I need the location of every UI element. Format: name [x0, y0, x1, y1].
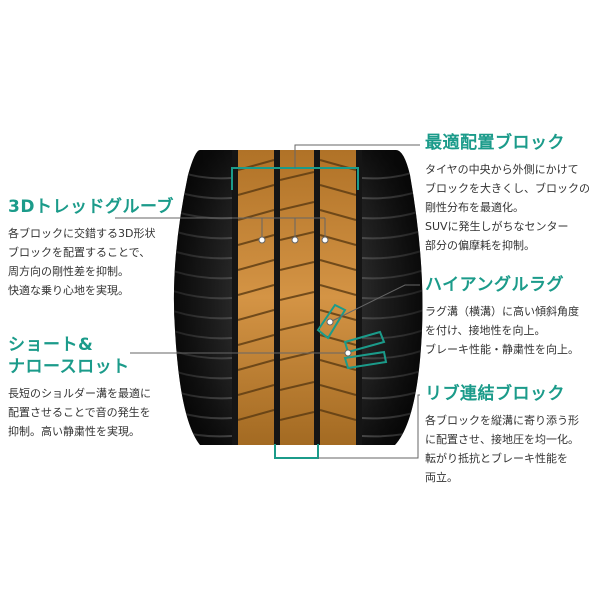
callout-groove-line: 快適な乗り心地を実現。: [8, 284, 129, 297]
callout-groove: 3Dトレッドグルーブ 各ブロックに交錯する3D形状 ブロックを配置することで、 …: [8, 196, 174, 300]
callout-slot-line: 配置させることで音の発生を: [8, 406, 151, 419]
callout-groove-line: 各ブロックに交錯する3D形状: [8, 227, 156, 240]
callout-block-line: 剛性分布を最適化。: [425, 201, 524, 214]
callout-groove-desc: 各ブロックに交錯する3D形状 ブロックを配置することで、 周方向の剛性差を抑制。…: [8, 224, 174, 300]
callout-block: 最適配置ブロック タイヤの中央から外側にかけて ブロックを大きくし、ブロックの …: [425, 132, 590, 255]
callout-slot-line: 抑制。高い静粛性を実現。: [8, 425, 140, 438]
callout-lug-line: ラグ溝（横溝）に高い傾斜角度: [425, 305, 579, 318]
leader-lines: [115, 144, 420, 459]
callout-block-line: ブロックを大きくし、ブロックの: [425, 182, 590, 195]
callout-block-desc: タイヤの中央から外側にかけて ブロックを大きくし、ブロックの 剛性分布を最適化。…: [425, 160, 590, 255]
callout-rib-line: 転がり抵抗とブレーキ性能を: [425, 452, 568, 465]
callout-block-line: タイヤの中央から外側にかけて: [425, 163, 579, 176]
callout-slot-desc: 長短のショルダー溝を最適に 配置させることで音の発生を 抑制。高い静粛性を実現。: [8, 384, 151, 441]
callout-lug-desc: ラグ溝（横溝）に高い傾斜角度 を付け、接地性を向上。 ブレーキ性能・静粛性を向上…: [425, 302, 579, 359]
callout-block-line: SUVに発生しがちなセンター: [425, 220, 569, 233]
callout-block-title: 最適配置ブロック: [425, 133, 565, 153]
callout-rib-desc: 各ブロックを縦溝に寄り添う形 に配置させ、接地圧を均一化。 転がり抵抗とブレーキ…: [425, 411, 579, 487]
callout-rib-line: 両立。: [425, 471, 458, 484]
callout-groove-line: 周方向の剛性差を抑制。: [8, 265, 129, 278]
callout-rib-title: リブ連結ブロック: [425, 384, 565, 404]
callout-slot-title-line2: ナロースロット: [8, 357, 130, 377]
callout-block-line: 部分の偏摩耗を抑制。: [425, 239, 535, 252]
callout-groove-line: ブロックを配置することで、: [8, 246, 151, 259]
callout-rib-line: 各ブロックを縦溝に寄り添う形: [425, 414, 579, 427]
callout-slot-title-line1: ショート&: [8, 335, 94, 355]
callout-lug-title: ハイアングルラグ: [425, 275, 564, 295]
callout-slot: ショート& ナロースロット 長短のショルダー溝を最適に 配置させることで音の発生…: [8, 334, 151, 441]
leader-dots: [258, 236, 352, 357]
callout-slot-line: 長短のショルダー溝を最適に: [8, 387, 151, 400]
callout-lug: ハイアングルラグ ラグ溝（横溝）に高い傾斜角度 を付け、接地性を向上。 ブレーキ…: [425, 274, 579, 359]
callout-groove-title: 3Dトレッドグルーブ: [8, 197, 174, 217]
tire-body: [173, 150, 423, 445]
callout-lug-line: を付け、接地性を向上。: [425, 324, 546, 337]
callout-rib: リブ連結ブロック 各ブロックを縦溝に寄り添う形 に配置させ、接地圧を均一化。 転…: [425, 383, 579, 487]
callout-lug-line: ブレーキ性能・静粛性を向上。: [425, 343, 579, 356]
callout-rib-line: に配置させ、接地圧を均一化。: [425, 433, 579, 446]
